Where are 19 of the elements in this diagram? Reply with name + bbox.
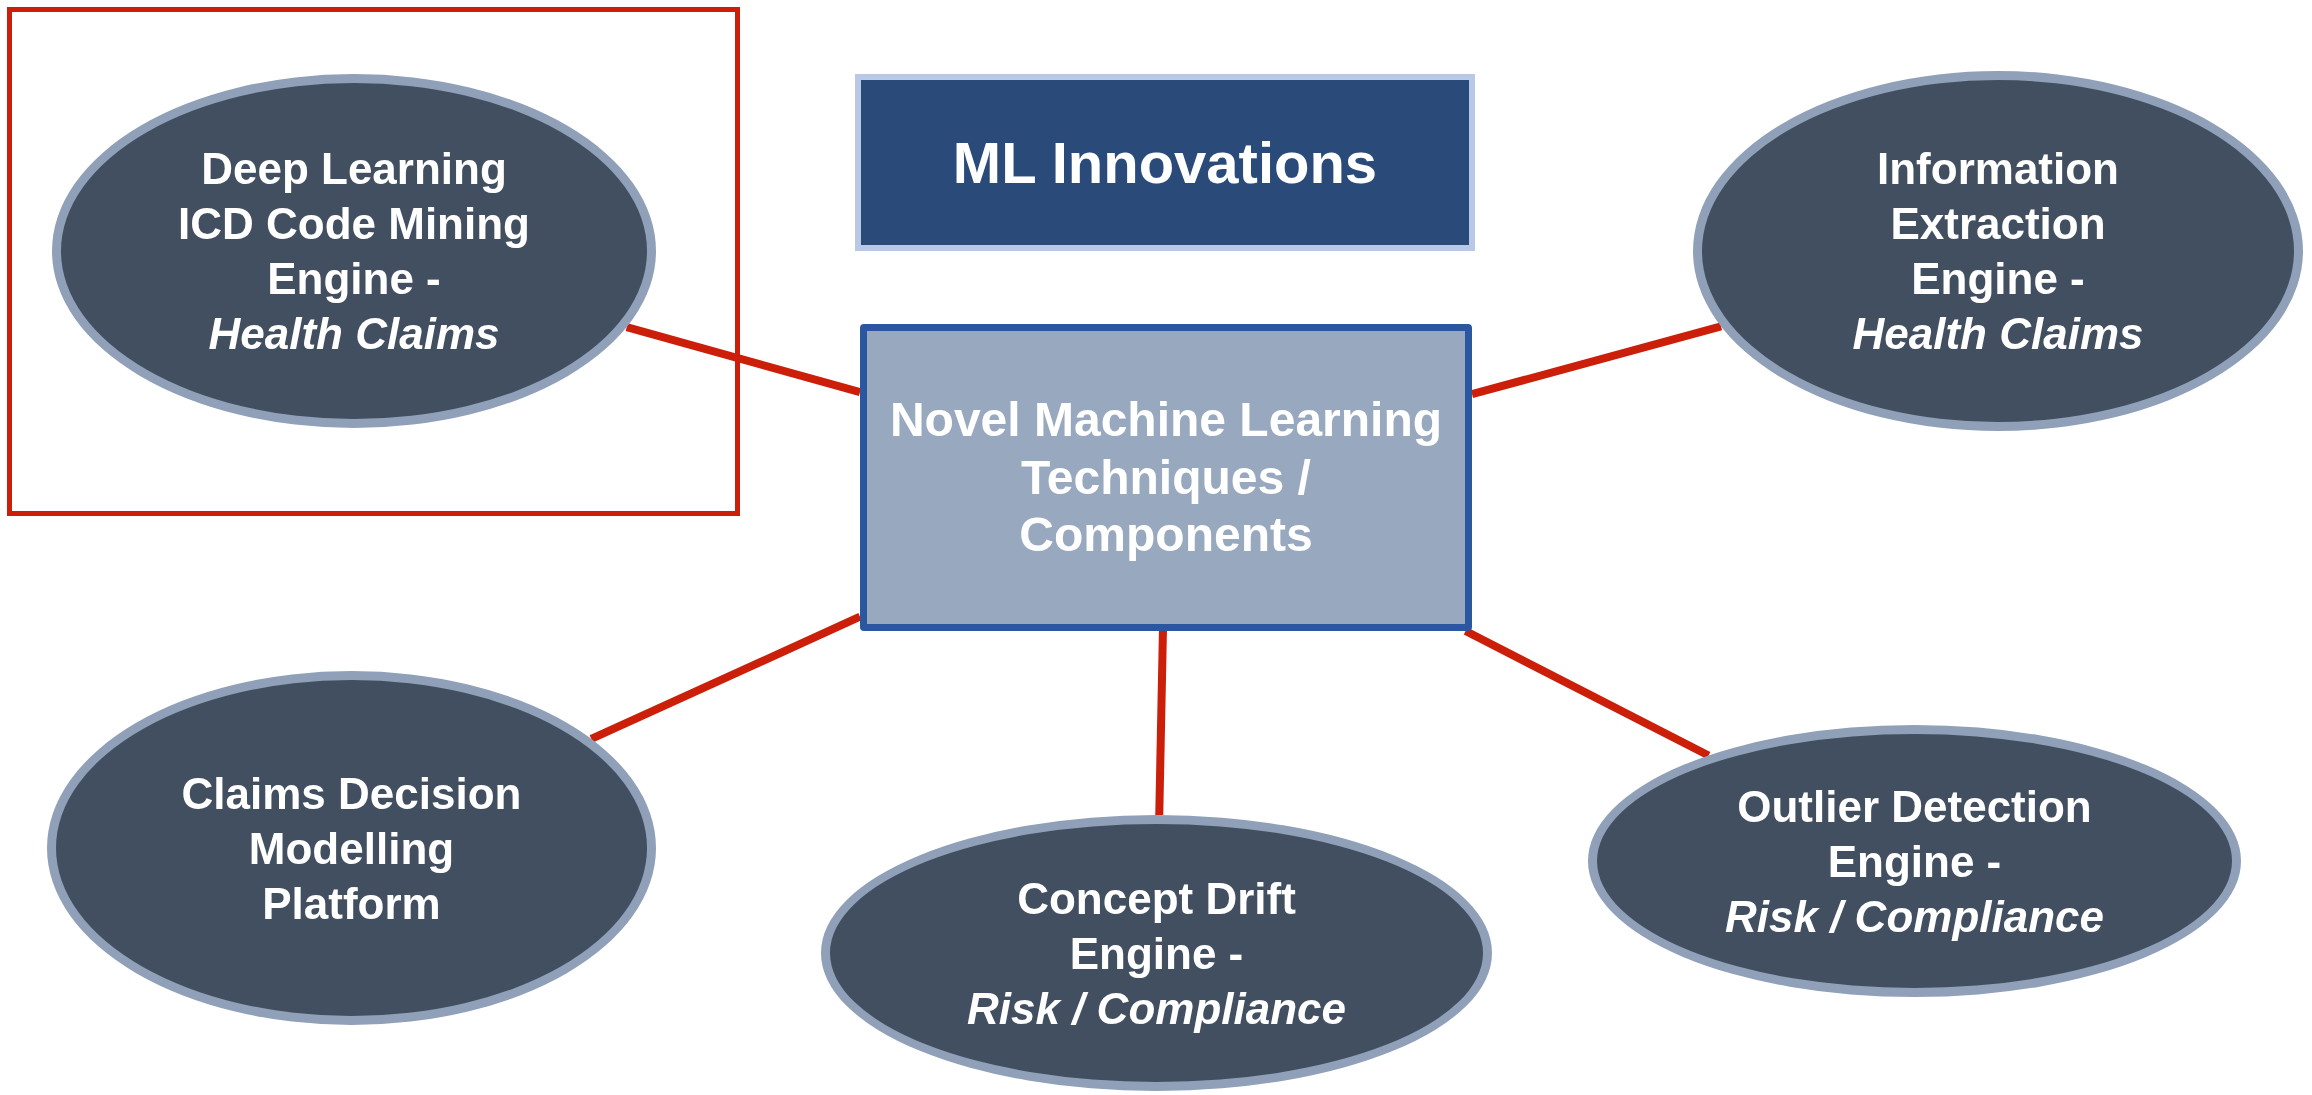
- connector-line: [1470, 322, 1723, 399]
- connector-line: [589, 613, 862, 743]
- hub-box: [860, 324, 1472, 631]
- connector-line: [1155, 630, 1167, 816]
- node-label: Outlier Detection Engine -: [1736, 780, 2093, 888]
- node-label: Claims Decision Modelling Platform: [180, 767, 523, 930]
- connector-line: [625, 323, 862, 396]
- node-label: Novel Machine Learning Techniques / Components: [888, 392, 1444, 564]
- node-label: Deep Learning ICD Code Mining Engine -: [177, 143, 531, 305]
- node-label: Information Extraction Engine -: [1876, 143, 2120, 305]
- title-box: [855, 74, 1475, 251]
- node-sublabel: Risk / Compliance: [967, 982, 1346, 1035]
- connector-line: [1463, 627, 1711, 760]
- node-sublabel: Health Claims: [1852, 308, 2144, 360]
- node-label: Concept Drift Engine -: [1016, 872, 1297, 980]
- highlight-frame: [7, 7, 740, 516]
- node-sublabel: Risk / Compliance: [1725, 890, 2104, 943]
- node-label: ML Innovations: [952, 128, 1378, 197]
- node-sublabel: Health Claims: [208, 308, 500, 360]
